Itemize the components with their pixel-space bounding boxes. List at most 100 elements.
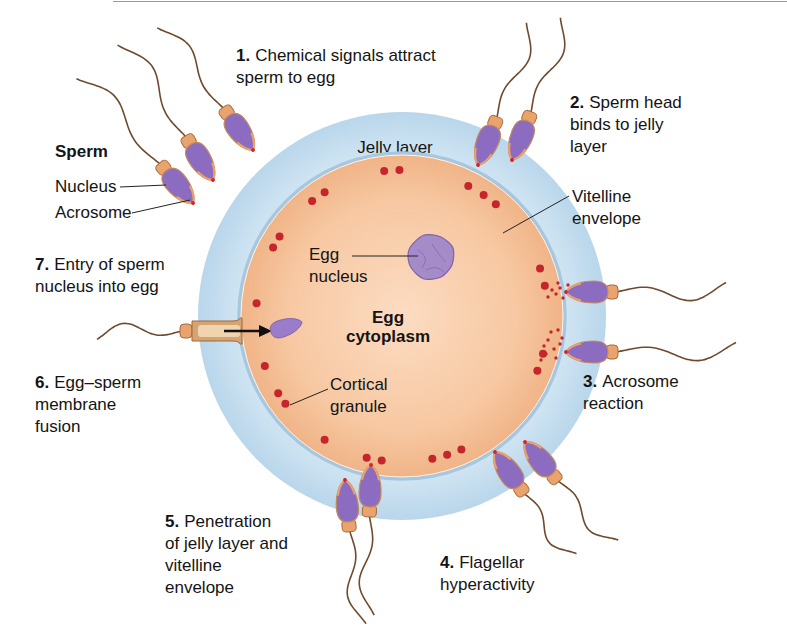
cortical-granule-dot <box>261 362 269 370</box>
part-heading: Sperm <box>55 141 108 163</box>
sperm-nucleus <box>220 109 262 156</box>
sperm-midpiece <box>606 345 618 359</box>
enzyme-dot <box>556 328 559 331</box>
callout-number: 4. <box>440 553 454 572</box>
label-text: Egg nucleus <box>309 245 368 286</box>
acrosome-tip <box>510 158 515 163</box>
sperm-acrosome <box>198 163 221 185</box>
sperm-nucleus <box>502 117 538 164</box>
part-label: Nucleus <box>55 176 116 198</box>
enzyme-dot <box>542 344 545 347</box>
acrosome-tip <box>369 463 373 467</box>
leader-line <box>120 185 166 187</box>
cortical-granule-dot <box>536 264 544 272</box>
cortical-granule-dot <box>269 243 277 251</box>
chromatin-line <box>418 250 425 268</box>
cortical-granule-dot <box>321 188 329 196</box>
fused-sperm <box>97 318 272 344</box>
callout-number: 5. <box>165 512 179 531</box>
part-label: Vitelline envelope <box>572 186 667 230</box>
step-callout: 1.Chemical signals attract sperm to egg <box>236 45 436 89</box>
acrosome-tip <box>250 147 255 152</box>
callout-number: 7. <box>35 255 49 274</box>
sperm-tail <box>517 488 576 563</box>
cortical-granule-dot <box>395 166 403 174</box>
sperm-cell <box>467 22 544 171</box>
sperm-midpiece <box>486 114 503 130</box>
sperm-midpiece <box>217 103 235 121</box>
cortical-granule-dot <box>274 389 282 397</box>
cortical-granule-dot <box>443 451 451 459</box>
jelly-layer-shape <box>198 112 606 520</box>
cortical-granule-dot <box>492 200 500 208</box>
callout-number: 1. <box>236 46 250 65</box>
sperm-tail <box>342 529 366 625</box>
sperm-tail <box>551 475 618 550</box>
sperm-acrosome <box>488 447 511 469</box>
cortical-granule-dot <box>281 400 289 408</box>
chromatin-line <box>426 268 444 272</box>
label-text: Nucleus <box>55 177 116 196</box>
entering-sperm-nucleus <box>268 314 304 340</box>
cortical-granule-dot <box>457 445 465 453</box>
cortical-granule-dot <box>380 167 388 175</box>
sperm-tail <box>523 18 575 117</box>
cortical-granule-dot <box>253 299 261 307</box>
label-text: Vitelline envelope <box>572 187 641 228</box>
sperm-nucleus <box>566 281 608 303</box>
enzyme-dot <box>539 358 542 361</box>
cortical-granules <box>253 166 549 465</box>
acrosome-tip <box>492 449 497 454</box>
sperm-midpiece <box>342 519 357 532</box>
sperm-cell <box>116 34 223 187</box>
sperm-cell <box>564 281 726 303</box>
step-callout: 4.Flagellar hyperactivity <box>440 552 565 596</box>
acrosome-tip <box>564 290 568 294</box>
sperm-acrosome <box>566 344 582 361</box>
label-text: Entry of sperm nucleus into egg <box>35 255 165 296</box>
egg-nucleus-shape <box>408 235 454 280</box>
sperm-midpiece <box>512 481 530 499</box>
enzyme-dot <box>549 330 552 333</box>
leader-line <box>132 200 190 213</box>
chromatin-line <box>432 244 446 262</box>
fusion-channel-inner <box>198 325 240 337</box>
sperm-cell <box>564 341 736 363</box>
enzyme-dot <box>558 286 561 289</box>
sperm-cell <box>515 433 620 552</box>
acrosome-tip <box>343 478 347 482</box>
sperm-midpiece <box>545 468 563 486</box>
step-callout: 5.Penetration of jelly layer and vitelli… <box>165 511 290 599</box>
enzyme-dot <box>558 342 561 345</box>
acrosome-tip <box>210 177 215 182</box>
enzyme-dot <box>552 347 555 350</box>
callout-number: 3. <box>583 372 597 391</box>
label-text: Penetration of jelly layer and vitelline… <box>165 512 288 597</box>
label-text: Sperm head binds to jelly layer <box>570 93 682 156</box>
enzyme-dot <box>561 296 564 299</box>
sperm-nucleus <box>468 122 504 169</box>
cortical-granule-dot <box>480 191 488 199</box>
sperm-nucleus <box>158 164 202 210</box>
cortical-granule-dot <box>533 367 541 375</box>
sperm-nucleus <box>181 139 222 186</box>
leader-line <box>503 196 569 233</box>
top-rule <box>113 1 787 2</box>
leader-line <box>352 256 418 257</box>
enzyme-dot <box>554 292 557 295</box>
egg-cytoplasm-circle: Egg cytoplasm <box>237 151 567 481</box>
cortical-granule-dot <box>428 455 436 463</box>
acrosome-tip <box>476 163 481 168</box>
label-text: Acrosome <box>55 203 132 222</box>
sperm-midpiece <box>154 159 172 177</box>
sperm-tail <box>97 323 182 339</box>
entry-arrow-shaft <box>224 330 262 333</box>
leader-lines <box>120 185 569 405</box>
step-callout: 2.Sperm head binds to jelly layer <box>570 92 705 158</box>
vitelline-envelope-line <box>239 153 565 479</box>
sperm-acrosome <box>566 284 582 301</box>
part-label: Egg nucleus <box>309 244 384 288</box>
cortical-granule-dot <box>541 282 549 290</box>
sperm-acrosome <box>237 133 260 155</box>
